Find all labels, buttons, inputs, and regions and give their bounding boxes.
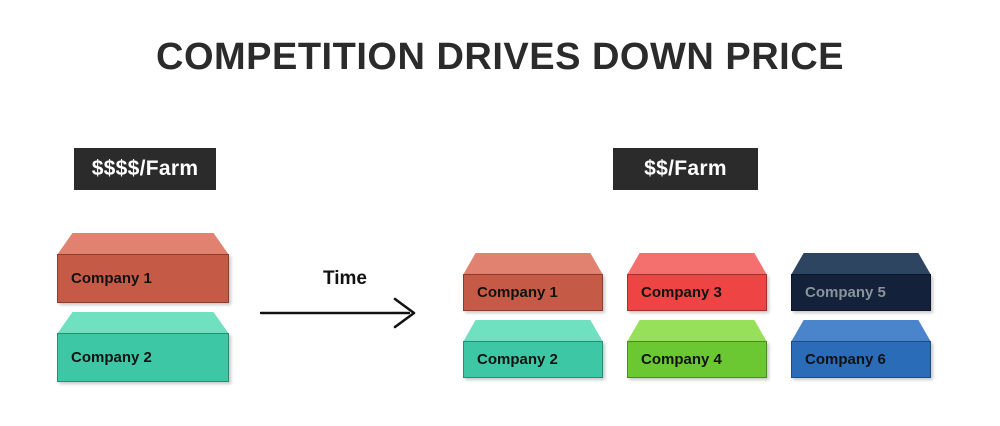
box-front-face: Company 4 <box>627 341 767 378</box>
box-top-face <box>463 253 603 275</box>
time-arrow-icon <box>259 297 416 329</box>
company-label: Company 1 <box>477 284 558 301</box>
box-top-face <box>627 320 767 342</box>
company-box-right-3: Company 3 <box>627 253 767 311</box>
box-top-face <box>463 320 603 342</box>
company-box-right-4: Company 4 <box>627 320 767 378</box>
page-title: COMPETITION DRIVES DOWN PRICE <box>156 36 844 78</box>
box-top-face <box>791 320 931 342</box>
box-front-face: Company 1 <box>57 254 229 303</box>
company-label: Company 4 <box>641 351 722 368</box>
price-badge-right: $$/Farm <box>613 148 758 190</box>
company-label: Company 6 <box>805 351 886 368</box>
company-box-right-5: Company 5 <box>791 253 931 311</box>
box-front-face: Company 3 <box>627 274 767 311</box>
company-box-right-2: Company 2 <box>463 320 603 378</box>
company-box-left-2: Company 2 <box>57 312 229 382</box>
box-top-face <box>57 233 229 255</box>
box-front-face: Company 2 <box>57 333 229 382</box>
company-label: Company 5 <box>805 284 886 301</box>
company-label: Company 2 <box>71 349 152 366</box>
box-top-face <box>627 253 767 275</box>
company-box-left-1: Company 1 <box>57 233 229 303</box>
time-label: Time <box>322 268 367 289</box>
box-front-face: Company 2 <box>463 341 603 378</box>
box-top-face <box>791 253 931 275</box>
company-label: Company 2 <box>477 351 558 368</box>
company-box-right-1: Company 1 <box>463 253 603 311</box>
box-front-face: Company 5 <box>791 274 931 311</box>
box-top-face <box>57 312 229 334</box>
box-front-face: Company 1 <box>463 274 603 311</box>
box-front-face: Company 6 <box>791 341 931 378</box>
company-box-right-6: Company 6 <box>791 320 931 378</box>
price-badge-left: $$$$/Farm <box>74 148 216 190</box>
company-label: Company 3 <box>641 284 722 301</box>
company-label: Company 1 <box>71 270 152 287</box>
